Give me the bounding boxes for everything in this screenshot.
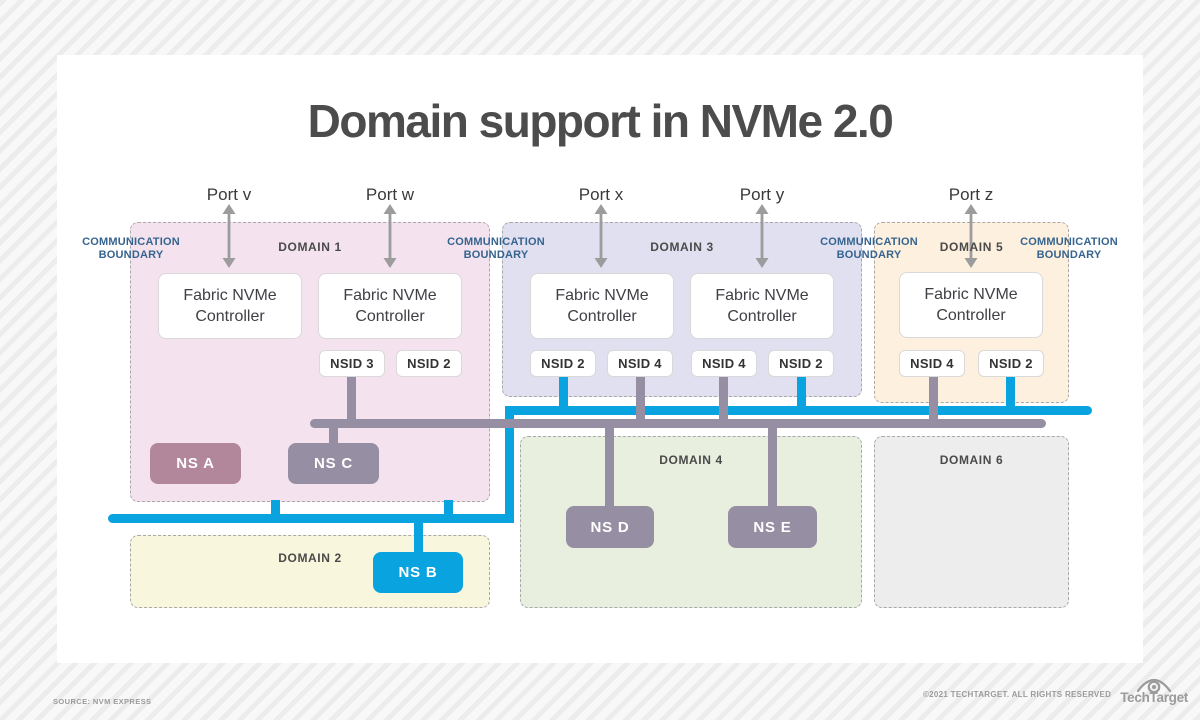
boundary-line2: BOUNDARY [463, 249, 529, 261]
source-credit: SOURCE: NVM EXPRESS [53, 697, 152, 706]
copyright-text: ©2021 TECHTARGET. ALL RIGHTS RESERVED [922, 690, 1112, 699]
port-y-label: Port y [739, 185, 785, 204]
blue-bus-elbow [505, 406, 514, 523]
domain-2-label: DOMAIN 2 [278, 551, 342, 565]
port-w-label: Port w [365, 185, 415, 204]
domain-5-label: DOMAIN 5 [939, 240, 1004, 254]
boundary-line1: COMMUNICATION [82, 236, 180, 248]
domain-4-label: DOMAIN 4 [659, 453, 723, 467]
nsid-2-domain1: NSID 2 [396, 350, 462, 377]
blue-stub-nsid2-d3-left [559, 377, 568, 415]
gray-drop-ns-e [768, 419, 777, 506]
domain-6-label: DOMAIN 6 [939, 453, 1004, 467]
nsid-4-domain5: NSID 4 [899, 350, 965, 377]
blue-stub-domain1-a [271, 500, 280, 523]
boundary-line1: COMMUNICATION [1020, 236, 1118, 248]
port-x-label: Port x [578, 185, 624, 204]
boundary-line1: COMMUNICATION [447, 236, 545, 248]
eye-icon [1137, 678, 1172, 693]
fabric-controller-3: Fabric NVMe Controller [530, 273, 674, 339]
gray-drop-ns-c [329, 419, 338, 444]
nsid-2-domain5: NSID 2 [978, 350, 1044, 377]
blue-stub-nsid2-d5 [1006, 377, 1015, 415]
port-v-label: Port v [206, 185, 252, 204]
fabric-controller-5: Fabric NVMe Controller [899, 272, 1043, 338]
port-v-arrow-icon [222, 204, 236, 268]
nsid-4-domain3-left: NSID 4 [607, 350, 673, 377]
gray-bus [310, 419, 1046, 428]
gray-stub-nsid4-d3-right [719, 377, 728, 428]
port-z-arrow-icon [964, 204, 978, 268]
port-z-label: Port z [948, 185, 994, 204]
nsid-3-domain1: NSID 3 [319, 350, 385, 377]
gray-stub-nsid4-d3-left [636, 377, 645, 428]
domain-3-label: DOMAIN 3 [650, 240, 714, 254]
gray-stub-nsid3-d1 [347, 377, 356, 428]
domain-1-label: DOMAIN 1 [278, 240, 342, 254]
boundary-line1: COMMUNICATION [820, 236, 918, 248]
techtarget-wordmark: TechTarget [1120, 690, 1188, 705]
blue-stub-nsid2-d3-right [797, 377, 806, 415]
nsid-2-domain3-left: NSID 2 [530, 350, 596, 377]
boundary-line2: BOUNDARY [98, 249, 164, 261]
blue-drop-ns-b [414, 514, 423, 552]
domain-6-box [874, 436, 1069, 608]
ns-a-box: NS A [150, 443, 241, 484]
ns-c-box: NS C [288, 443, 379, 484]
nsid-4-domain3-right: NSID 4 [691, 350, 757, 377]
ns-b-box: NS B [373, 552, 463, 593]
fabric-controller-4: Fabric NVMe Controller [690, 273, 834, 339]
diagram-title: Domain support in NVMe 2.0 [307, 95, 894, 147]
port-w-arrow-icon [383, 204, 397, 268]
footer-right: ©2021 TECHTARGET. ALL RIGHTS RESERVED Te… [923, 674, 1188, 705]
port-y-arrow-icon [755, 204, 769, 268]
fabric-controller-2: Fabric NVMe Controller [318, 273, 462, 339]
port-x-arrow-icon [594, 204, 608, 268]
techtarget-logo: TechTarget [1120, 674, 1188, 705]
gray-stub-nsid4-d5 [929, 377, 938, 428]
ns-e-box: NS E [728, 506, 817, 548]
boundary-line2: BOUNDARY [836, 249, 902, 261]
fabric-controller-1: Fabric NVMe Controller [158, 273, 302, 339]
blue-bus-lower [108, 514, 514, 523]
gray-drop-ns-d [605, 419, 614, 506]
nsid-2-domain3-right: NSID 2 [768, 350, 834, 377]
ns-d-box: NS D [566, 506, 654, 548]
boundary-line2: BOUNDARY [1036, 249, 1102, 261]
blue-stub-domain1-b [444, 500, 453, 523]
